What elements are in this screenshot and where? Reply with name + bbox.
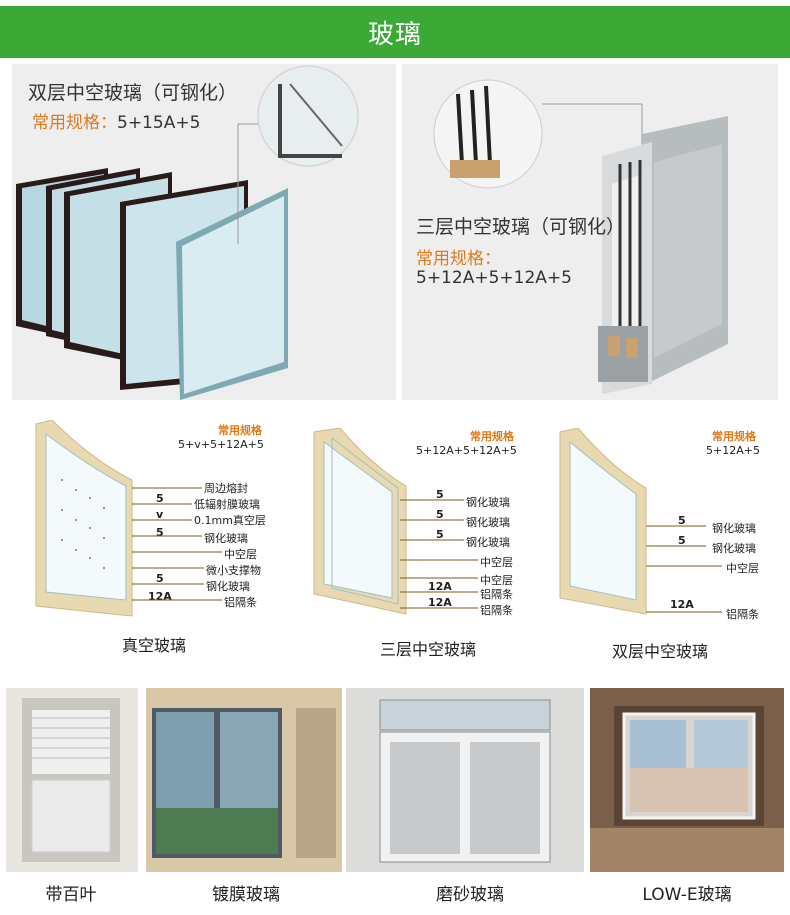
vacuum-glass-diagram	[35, 420, 133, 617]
spec-label: 常用规格：	[416, 249, 501, 269]
spec-value: 5+v+5+12A+5	[178, 438, 264, 451]
frosted-glass-photo	[346, 688, 584, 872]
layer-number: 5	[156, 492, 164, 505]
panel-title: 三层中空玻璃（可钢化）	[416, 216, 626, 238]
layer-label: 低辐射膜玻璃	[194, 498, 260, 511]
layer-label: 0.1mm真空层	[194, 514, 266, 527]
leader-lines	[132, 487, 222, 601]
layer-label: 钢化玻璃	[466, 516, 510, 529]
layer-label: 铝隔条	[224, 596, 257, 609]
layer-label: 中空层	[224, 548, 257, 561]
photo-caption: LOW-E玻璃	[642, 885, 732, 905]
layer-label: 周边熔封	[204, 482, 248, 495]
layer-label: 铝隔条	[480, 604, 513, 617]
low-e-glass-photo	[590, 688, 784, 872]
spec-label: 常用规格：	[32, 113, 117, 133]
layer-label: 铝隔条	[480, 588, 513, 601]
leader-lines	[400, 499, 478, 609]
layer-number: 5	[156, 572, 164, 585]
diagram-name: 三层中空玻璃	[380, 640, 477, 659]
spec-value: 5+12A+5+12A+5	[416, 268, 572, 288]
layer-number: v	[156, 508, 164, 521]
layer-label: 微小支撑物	[206, 564, 261, 577]
photo-caption: 带百叶	[45, 885, 97, 905]
zoom-detail-circle	[257, 65, 359, 167]
panel-title: 双层中空玻璃（可钢化）	[28, 82, 238, 104]
layer-number: 5	[678, 534, 686, 547]
layer-label: 钢化玻璃	[466, 496, 510, 509]
spec-value: 5+12A+5+12A+5	[416, 444, 517, 457]
triple-glazing-panel: 三层中空玻璃（可钢化） 常用规格： 5+12A+5+12A+5	[402, 64, 778, 400]
layer-number: 5	[436, 508, 444, 521]
layer-number: 5	[436, 488, 444, 501]
spec-heading: 常用规格	[712, 430, 756, 443]
layer-number: 12A	[428, 596, 452, 609]
photo-row	[6, 688, 784, 872]
layer-label: 铝隔条	[726, 608, 759, 621]
double-glazing-panel: 双层中空玻璃（可钢化） 常用规格：5+15A+5	[12, 64, 396, 400]
spec-heading: 常用规格	[470, 430, 514, 443]
section-header: 玻璃	[0, 6, 790, 58]
section-title: 玻璃	[367, 19, 422, 50]
diagram-name: 真空玻璃	[122, 636, 187, 655]
glass-diagrams-row: 常用规格 5+v+5+12A+5 周边熔封 5 低辐射膜玻璃 v 0.1mm真空…	[0, 410, 790, 670]
blinds-window-photo	[6, 688, 138, 872]
layer-label: 钢化玻璃	[204, 532, 248, 545]
layer-number: 12A	[428, 580, 452, 593]
layer-label: 钢化玻璃	[466, 536, 510, 549]
layer-label: 钢化玻璃	[712, 542, 756, 555]
layer-label: 中空层	[480, 556, 513, 569]
leader-lines	[646, 525, 722, 613]
layer-number: 12A	[670, 598, 694, 611]
photo-caption: 镀膜玻璃	[212, 885, 280, 905]
spec-value: 5+15A+5	[117, 113, 201, 133]
layer-label: 钢化玻璃	[206, 580, 250, 593]
triple-glass-diagram	[313, 428, 407, 615]
layer-label: 中空层	[480, 574, 513, 587]
layer-number: 5	[156, 526, 164, 539]
spec-value: 5+12A+5	[706, 444, 760, 457]
diagram-name: 双层中空玻璃	[612, 642, 709, 661]
window-frame-illustration	[433, 79, 728, 394]
double-glass-diagram	[559, 428, 647, 615]
glass-pane	[176, 188, 288, 400]
layer-number: 5	[436, 528, 444, 541]
coated-glass-photo	[146, 688, 342, 872]
photo-caption: 磨砂玻璃	[436, 885, 504, 905]
layer-label: 钢化玻璃	[712, 522, 756, 535]
layer-label: 中空层	[726, 562, 759, 575]
glass-panes-illustration	[16, 65, 359, 400]
spec-heading: 常用规格	[218, 424, 262, 437]
layer-number: 5	[678, 514, 686, 527]
